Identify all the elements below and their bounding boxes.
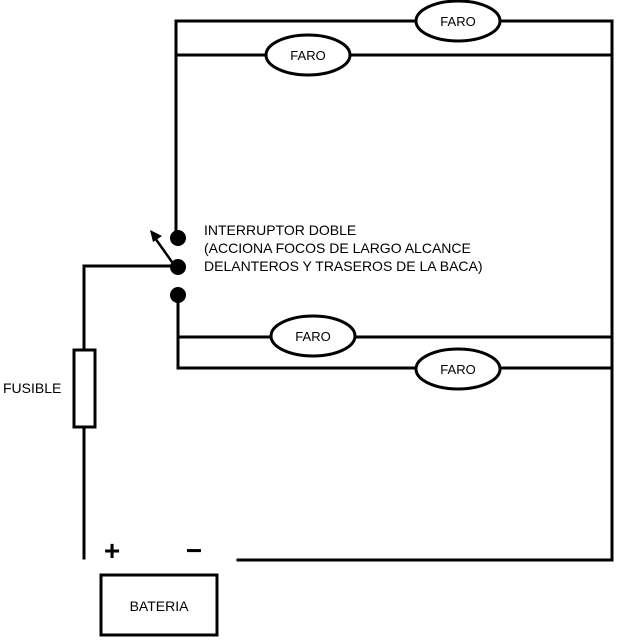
lamp-label: FARO <box>295 329 330 344</box>
lamp-label: FARO <box>440 14 475 29</box>
battery-label: BATERIA <box>130 598 190 614</box>
fuse-label: FUSIBLE <box>3 380 61 396</box>
lamp-top-inner: FARO <box>264 33 352 77</box>
switch-terminal-top <box>170 230 186 246</box>
double-switch <box>150 230 186 303</box>
switch-terminal-bottom <box>170 287 186 303</box>
lamp-top-outer: FARO <box>414 0 502 43</box>
fuse <box>72 348 97 429</box>
switch-lever <box>153 237 174 263</box>
battery-minus-sign: − <box>186 535 202 566</box>
switch-terminal-common <box>170 259 186 275</box>
lamp-bottom-outer: FARO <box>414 347 502 391</box>
lamp-bottom-inner: FARO <box>269 314 357 358</box>
lamp-label: FARO <box>440 362 475 377</box>
battery-plus-sign: + <box>104 535 120 566</box>
switch-label-line2: (ACCIONA FOCOS DE LARGO ALCANCE <box>204 240 471 256</box>
switch-label-line1: INTERRUPTOR DOBLE <box>204 222 356 238</box>
switch-label-line3: DELANTEROS Y TRASEROS DE LA BACA) <box>204 258 483 274</box>
lamp-label: FARO <box>290 48 325 63</box>
battery <box>99 573 219 637</box>
switch-arrow-icon <box>150 230 162 242</box>
wire-positive-upper <box>82 264 180 352</box>
